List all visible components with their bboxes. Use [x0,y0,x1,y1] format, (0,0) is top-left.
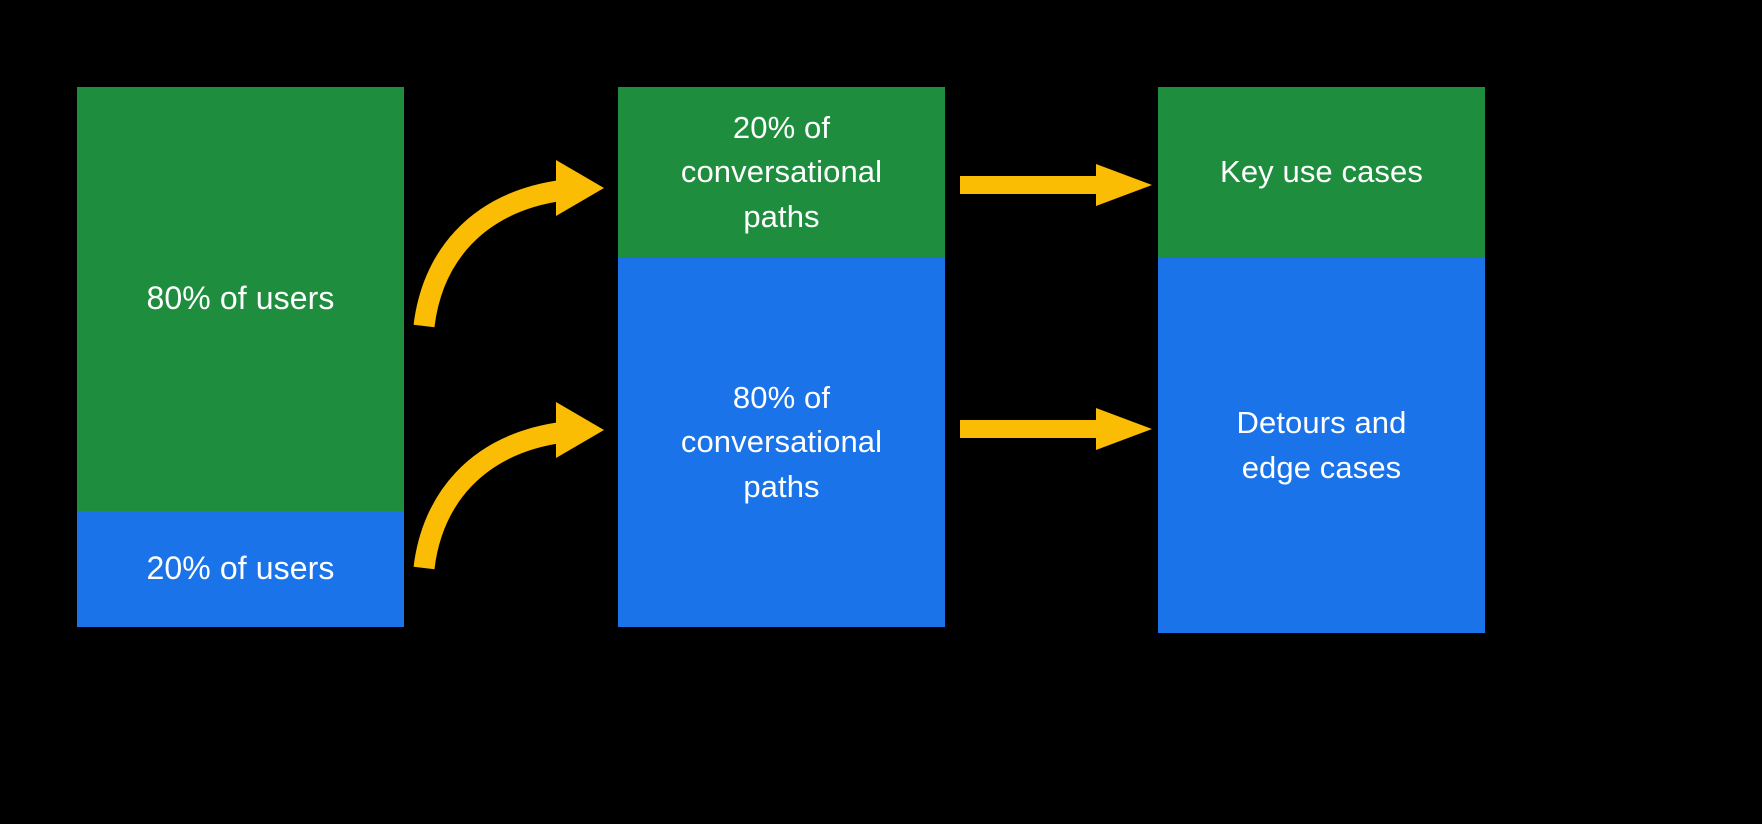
segment-users-majority: 80% of users [77,87,404,511]
segment-paths-minority: 20% of conversational paths [618,87,945,258]
curved-arrow-to-blue-paths-icon [413,402,604,570]
curved-arrow-to-green-paths-icon [413,160,604,328]
column-conversational-paths: 20% of conversational paths 80% of conve… [618,87,945,627]
column-users: 80% of users 20% of users [77,87,404,627]
segment-paths-majority: 80% of conversational paths [618,258,945,627]
segment-label: 80% of conversational paths [680,380,883,504]
segment-label: 20% of conversational paths [680,110,883,234]
straight-arrow-to-detours-icon [960,408,1152,450]
segment-key-use-cases: Key use cases [1158,87,1485,258]
segment-detours-edge-cases: Detours and edge cases [1158,258,1485,633]
column-outcomes: Key use cases Detours and edge cases [1158,87,1485,633]
segment-label: Detours and edge cases [1236,405,1407,485]
segment-users-minority: 20% of users [77,511,404,627]
straight-arrow-to-key-use-cases-icon [960,164,1152,206]
segment-label: Key use cases [1220,154,1423,190]
segment-label: 20% of users [146,550,335,587]
segment-label: 80% of users [146,280,335,317]
